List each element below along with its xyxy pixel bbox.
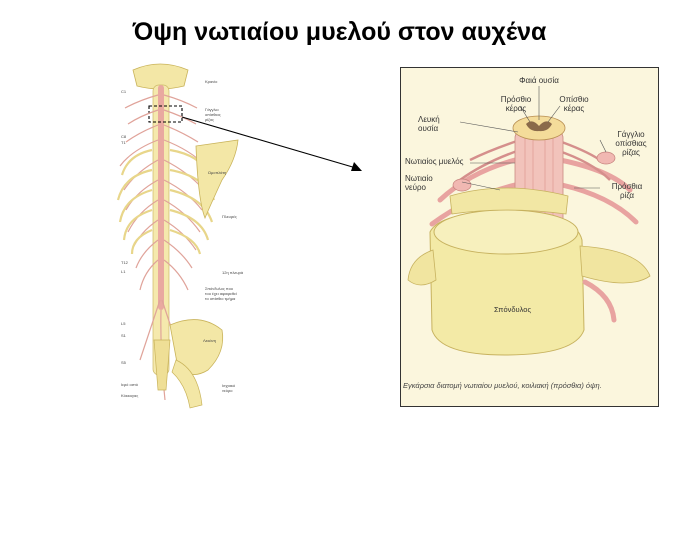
vertebra-process-right xyxy=(579,245,651,284)
label-ganglion-inset-3: ρίζας xyxy=(622,148,640,157)
leader-lines xyxy=(459,86,607,191)
label-vert-note-1: Σπόνδυλος που xyxy=(205,286,233,291)
label-s5: S5 xyxy=(121,360,126,365)
label-posterior-horn-2: κέρας xyxy=(563,104,585,113)
label-vert-note-3: το οπίσθιο τμήμα xyxy=(205,296,236,301)
label-sciatic-1: Ισχιακό xyxy=(222,383,236,388)
label-ganglion-inset-1: Γάγγλιο xyxy=(617,130,645,139)
label-ganglion-2: οπίσθιας xyxy=(205,112,221,117)
label-t1: T1 xyxy=(121,140,126,145)
label-pelvis: Λεκάνη xyxy=(203,338,216,343)
label-posterior-horn-1: Οπίσθιο xyxy=(559,95,589,104)
spinal-nerves xyxy=(119,94,207,401)
label-c1: C1 xyxy=(121,89,127,94)
label-ganglion: Γάγγλιο xyxy=(205,107,219,112)
label-anterior-horn-2: κέρας xyxy=(505,104,527,113)
label-l1: L1 xyxy=(121,269,126,274)
label-l5: L5 xyxy=(121,321,126,326)
label-coccyx: Κόκκυγας xyxy=(121,393,139,398)
vertebra-top xyxy=(433,209,579,255)
vertebra-process-left xyxy=(407,249,437,286)
femur-shape xyxy=(171,359,203,409)
label-vert-note-2: του έχει αφαιρεθεί xyxy=(205,291,237,296)
label-ganglion-3: ρίζας xyxy=(205,117,214,122)
label-sciatic-2: νεύρο xyxy=(222,388,233,393)
label-anterior-horn-1: Πρόσθιο xyxy=(500,95,532,104)
label-spinal-nerve-2: νεύρο xyxy=(405,183,426,192)
scapula-shape xyxy=(195,139,239,220)
label-ribs: Πλευρές xyxy=(222,214,237,219)
label-s1: S1 xyxy=(121,333,126,338)
selection-box xyxy=(148,105,183,123)
label-anterior-root-2: ρίζα xyxy=(620,191,634,200)
label-rib12: 12η πλευρά xyxy=(222,270,244,275)
sacrum-shape xyxy=(153,339,171,391)
pointer-arrow-head xyxy=(351,162,362,171)
label-white-matter-1: Λευκή xyxy=(418,115,440,124)
lower-nerve xyxy=(582,279,617,323)
label-anterior-root-1: Πρόσθια xyxy=(611,182,643,191)
label-white-matter-2: ουσία xyxy=(418,124,439,133)
label-sacrum: Ιερό οστό xyxy=(121,382,139,387)
label-scapula: Ωμοπλάτη xyxy=(208,170,227,175)
label-c8: C8 xyxy=(121,134,127,139)
pointer-arrow-line xyxy=(181,116,357,169)
label-vertebra: Σπόνδυλος xyxy=(494,305,532,314)
upper-vertebra xyxy=(449,187,569,215)
spinal-cord xyxy=(158,85,164,310)
inset-caption: Εγκάρσια διατομή νωτιαίου μυελού, κοιλια… xyxy=(403,381,602,390)
ganglion-left xyxy=(452,178,472,192)
label-ganglion-inset-2: οπίσθιας xyxy=(615,139,647,148)
page-title: Όψη νωτιαίου μυελού στον αυχένα xyxy=(132,18,547,46)
label-spinal-cord: Νωτιαίος μυελός xyxy=(405,157,464,166)
grey-matter-shape xyxy=(526,121,552,132)
label-skull: Κρανίο xyxy=(205,79,218,84)
label-grey-matter: Φαιά ουσία xyxy=(519,76,559,85)
label-spinal-nerve-1: Νωτιαίο xyxy=(405,174,433,183)
skull-shape xyxy=(132,63,189,90)
label-t12: T12 xyxy=(121,260,128,265)
